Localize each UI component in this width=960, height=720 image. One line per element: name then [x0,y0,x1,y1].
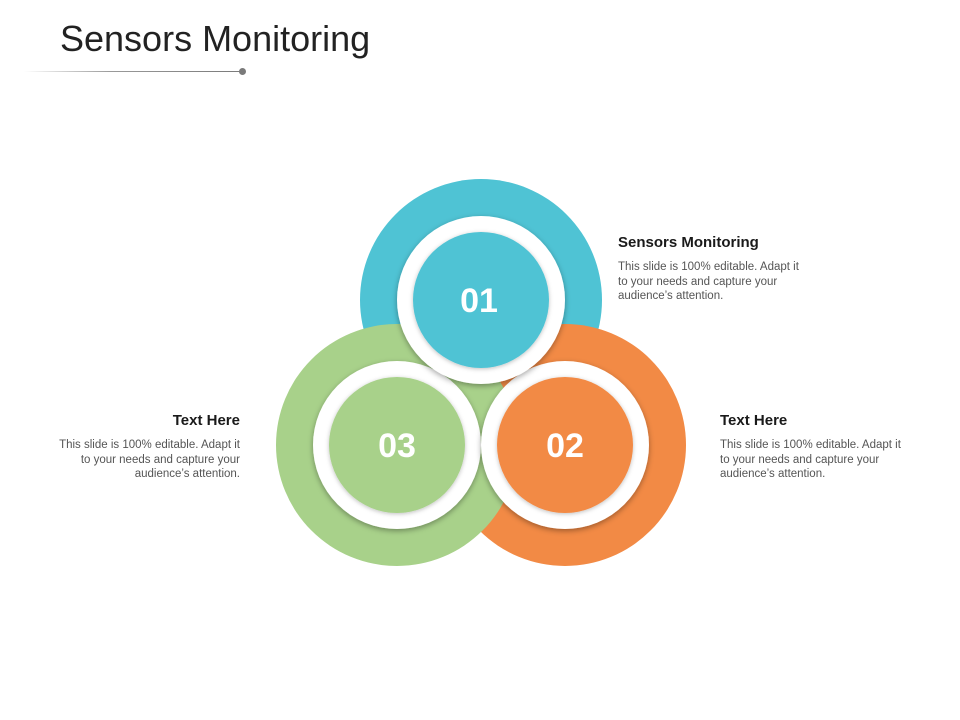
circle-01-number: 01 [460,282,498,320]
text-block-02-heading: Text Here [720,412,788,429]
text-block-03: Text Here This slide is 100% editable. A… [50,412,240,482]
slide-title: Sensors Monitoring [60,18,371,59]
title-underline-dot [239,68,246,75]
circle-02-number: 02 [546,427,584,465]
text-block-03-heading: Text Here [172,412,240,429]
text-block-03-body: This slide is 100% editable. Adapt it to… [59,439,240,480]
circle-03-number: 03 [378,427,416,465]
circle-03-inner [329,377,465,513]
text-block-01-heading: Sensors Monitoring [618,234,759,251]
text-block-01: Sensors Monitoring This slide is 100% ed… [618,234,808,304]
text-block-02: Text Here This slide is 100% editable. A… [720,412,910,482]
circle-01-inner [413,232,549,368]
title-underline [24,71,242,72]
circle-02-inner [497,377,633,513]
text-block-02-body: This slide is 100% editable. Adapt it to… [720,439,901,480]
text-block-01-body: This slide is 100% editable. Adapt it to… [618,261,799,302]
